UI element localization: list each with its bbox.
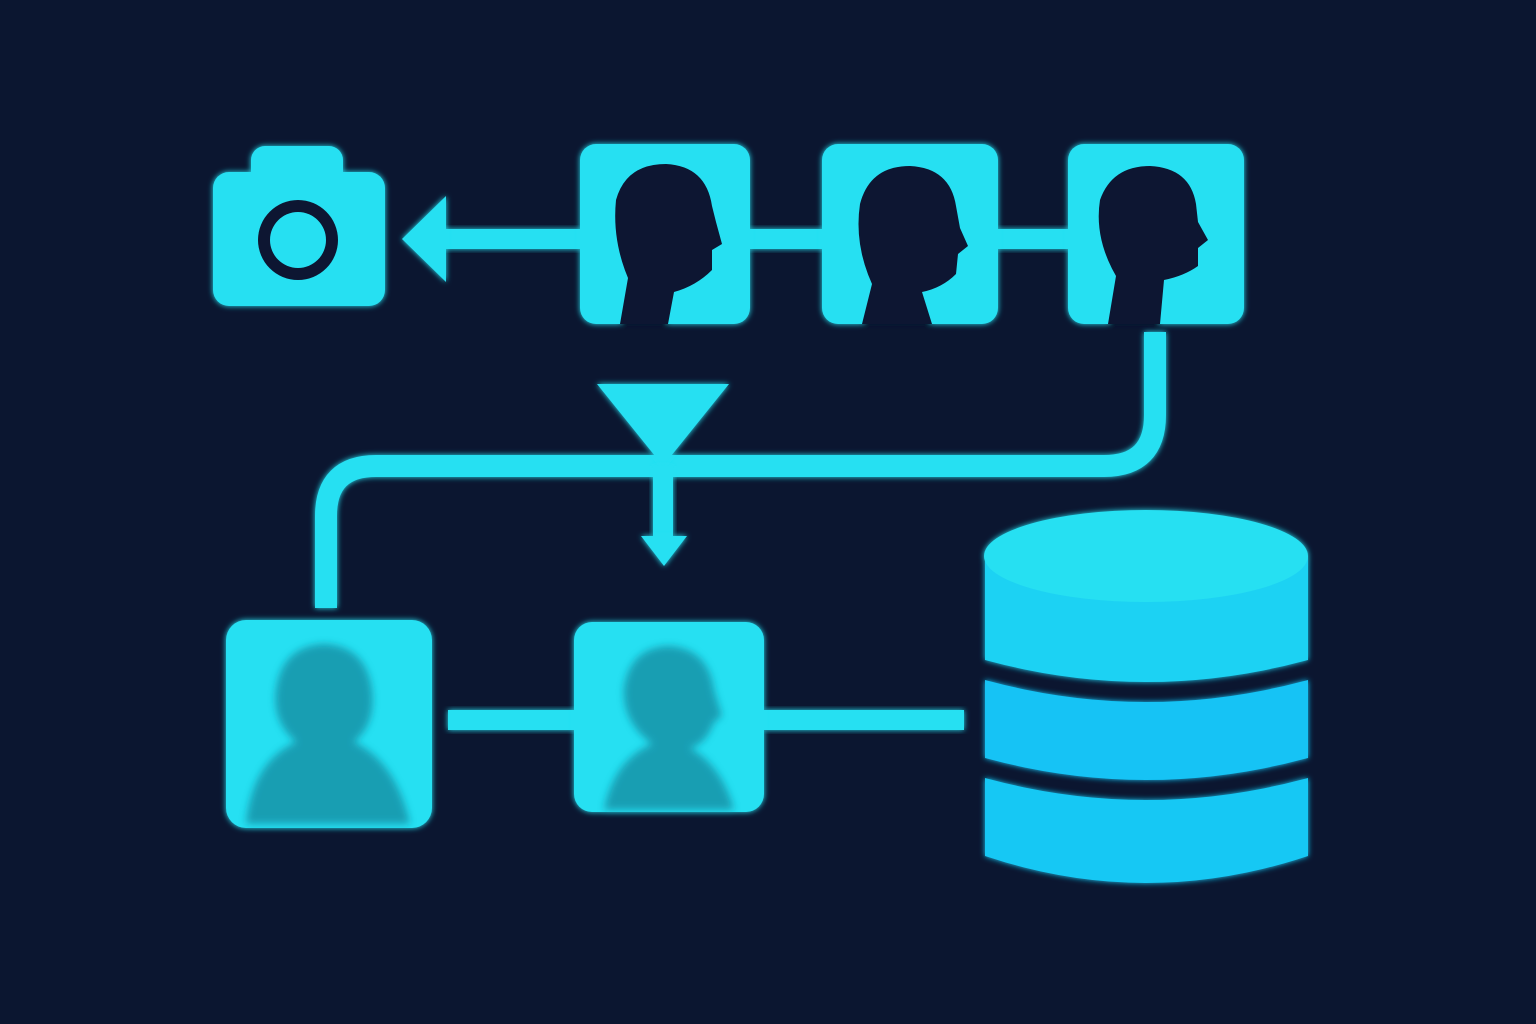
edge-filter-person2 xyxy=(653,466,673,536)
person-profile-icon xyxy=(615,164,722,324)
person-profile-icon xyxy=(858,166,968,324)
face-tile-1 xyxy=(580,144,750,324)
edge-face1-face2 xyxy=(748,229,824,249)
funnel-filter-icon xyxy=(597,384,729,466)
database-icon xyxy=(984,510,1308,883)
edge-face1-camera xyxy=(440,229,582,249)
person-avatar-icon xyxy=(604,646,734,810)
person-tile-1 xyxy=(226,620,432,828)
face-tile-3 xyxy=(1068,144,1244,324)
edge-person1-person2 xyxy=(448,710,576,730)
person-avatar-icon xyxy=(246,644,410,824)
face-tile-2 xyxy=(822,144,998,324)
edge-person2-database xyxy=(764,710,964,730)
arrow-head-camera xyxy=(402,196,446,282)
edge-face3-person1 xyxy=(315,332,1166,608)
edge-face2-face3 xyxy=(996,229,1070,249)
camera-icon xyxy=(213,146,385,306)
person-profile-icon xyxy=(1098,166,1208,324)
arrow-head-person2 xyxy=(641,536,687,566)
connectors xyxy=(315,196,1166,730)
person-tile-2 xyxy=(574,622,764,812)
